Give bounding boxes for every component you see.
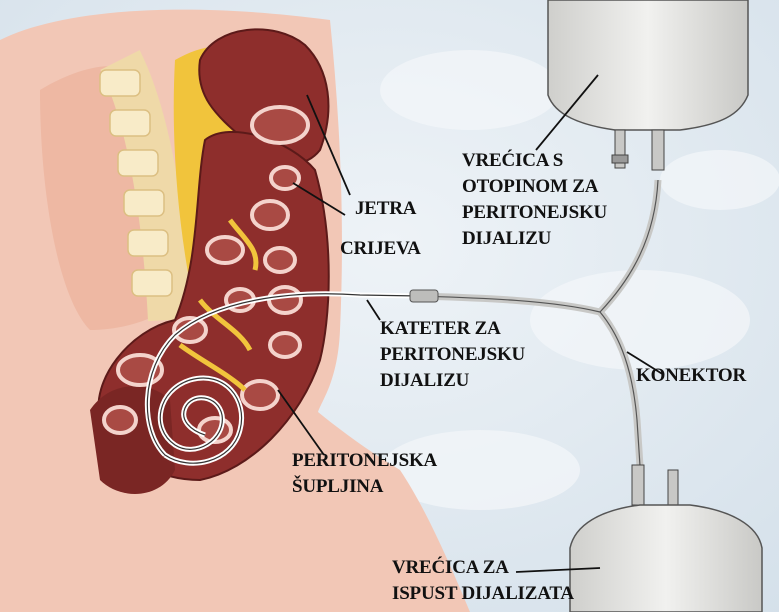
top-bag-label-line-3: PERITONEJSKU [462,200,607,226]
intestines-label-text: CRIJEVA [340,236,421,262]
catheter-label-line-2: PERITONEJSKU [380,342,525,368]
top-bag-label-line-4: DIJALIZU [462,226,607,252]
catheter-label-line-1: KATETER ZA [380,316,525,342]
intestines-label: CRIJEVA [340,236,421,262]
catheter-adapter [410,290,438,302]
top-bag-label-line-1: VREĆICA S [462,148,607,174]
cavity-label: PERITONEJSKA ŠUPLJINA [292,448,437,500]
cavity-label-line-1: PERITONEJSKA [292,448,437,474]
bottom-bag-label-line-1: VREĆICA ZA [392,555,574,581]
liver-label: JETRA [355,196,416,222]
top-bag-label-line-2: OTOPINOM ZA [462,174,607,200]
connector-label-text: KONEKTOR [636,363,746,389]
top-bag-label: VREĆICA S OTOPINOM ZA PERITONEJSKU DIJAL… [462,148,607,252]
cavity-label-line-2: ŠUPLJINA [292,474,437,500]
catheter-label-line-3: DIJALIZU [380,368,525,394]
bottom-bag-label-line-2: ISPUST DIJALIZATA [392,581,574,607]
connector-label: KONEKTOR [636,363,746,389]
catheter-label: KATETER ZA PERITONEJSKU DIJALIZU [380,316,525,394]
bottom-bag-label: VREĆICA ZA ISPUST DIJALIZATA [392,555,574,607]
liver-label-text: JETRA [355,196,416,222]
